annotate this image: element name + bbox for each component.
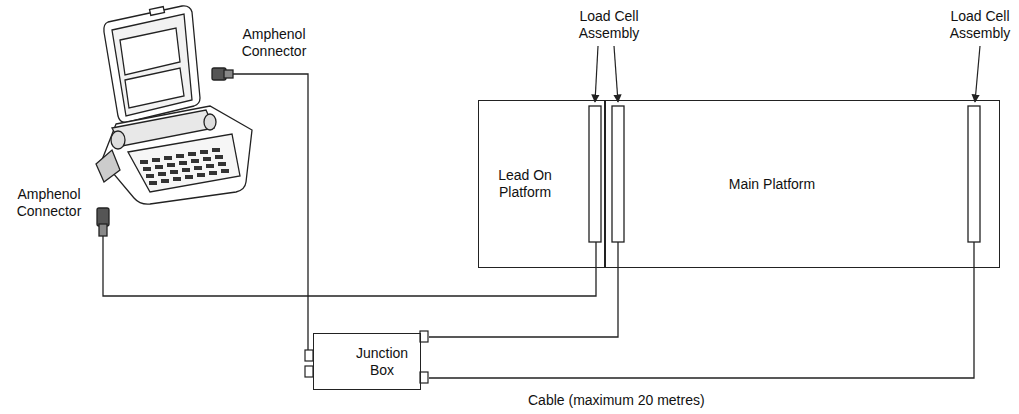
node-label: Main Platform — [729, 176, 815, 193]
key — [191, 159, 199, 163]
key — [206, 164, 214, 168]
key — [155, 165, 163, 169]
key — [221, 169, 229, 173]
key — [215, 155, 223, 159]
junction-connector — [305, 331, 428, 383]
key — [203, 157, 211, 161]
key — [158, 172, 166, 176]
load-cell-assembly — [589, 106, 980, 242]
cable-connector — [429, 268, 974, 378]
key — [188, 152, 196, 156]
node-label: Lead On Platform — [486, 167, 564, 201]
key — [194, 166, 202, 170]
cable — [103, 74, 974, 355]
key — [212, 148, 220, 152]
key — [143, 167, 151, 171]
key — [170, 170, 178, 174]
key — [182, 168, 190, 172]
junction-box: Junction Box — [313, 333, 421, 390]
key — [176, 154, 184, 158]
key — [152, 158, 160, 162]
leader-arrow — [595, 46, 980, 102]
cable-note: Cable (maximum 20 metres) — [528, 392, 798, 409]
key — [167, 163, 175, 167]
key — [185, 175, 193, 179]
platform-box: Lead On Platform — [478, 100, 606, 268]
cable-connector — [429, 268, 618, 337]
key — [197, 173, 205, 177]
key — [140, 160, 148, 164]
part-label: Load Cell Assembly — [944, 8, 1016, 42]
key — [149, 181, 157, 185]
platform-box: Main Platform — [604, 100, 1000, 268]
key — [161, 179, 169, 183]
connector-label: Amphenol Connector — [8, 186, 90, 220]
connector-label: Amphenol Connector — [234, 26, 314, 60]
node-label: Junction Box — [349, 345, 415, 379]
key — [209, 171, 217, 175]
key — [179, 161, 187, 165]
indicator-device — [96, 6, 252, 236]
key — [218, 162, 226, 166]
key — [164, 156, 172, 160]
part-label: Load Cell Assembly — [572, 8, 646, 42]
key — [173, 177, 181, 181]
key — [200, 150, 208, 154]
key — [146, 174, 154, 178]
